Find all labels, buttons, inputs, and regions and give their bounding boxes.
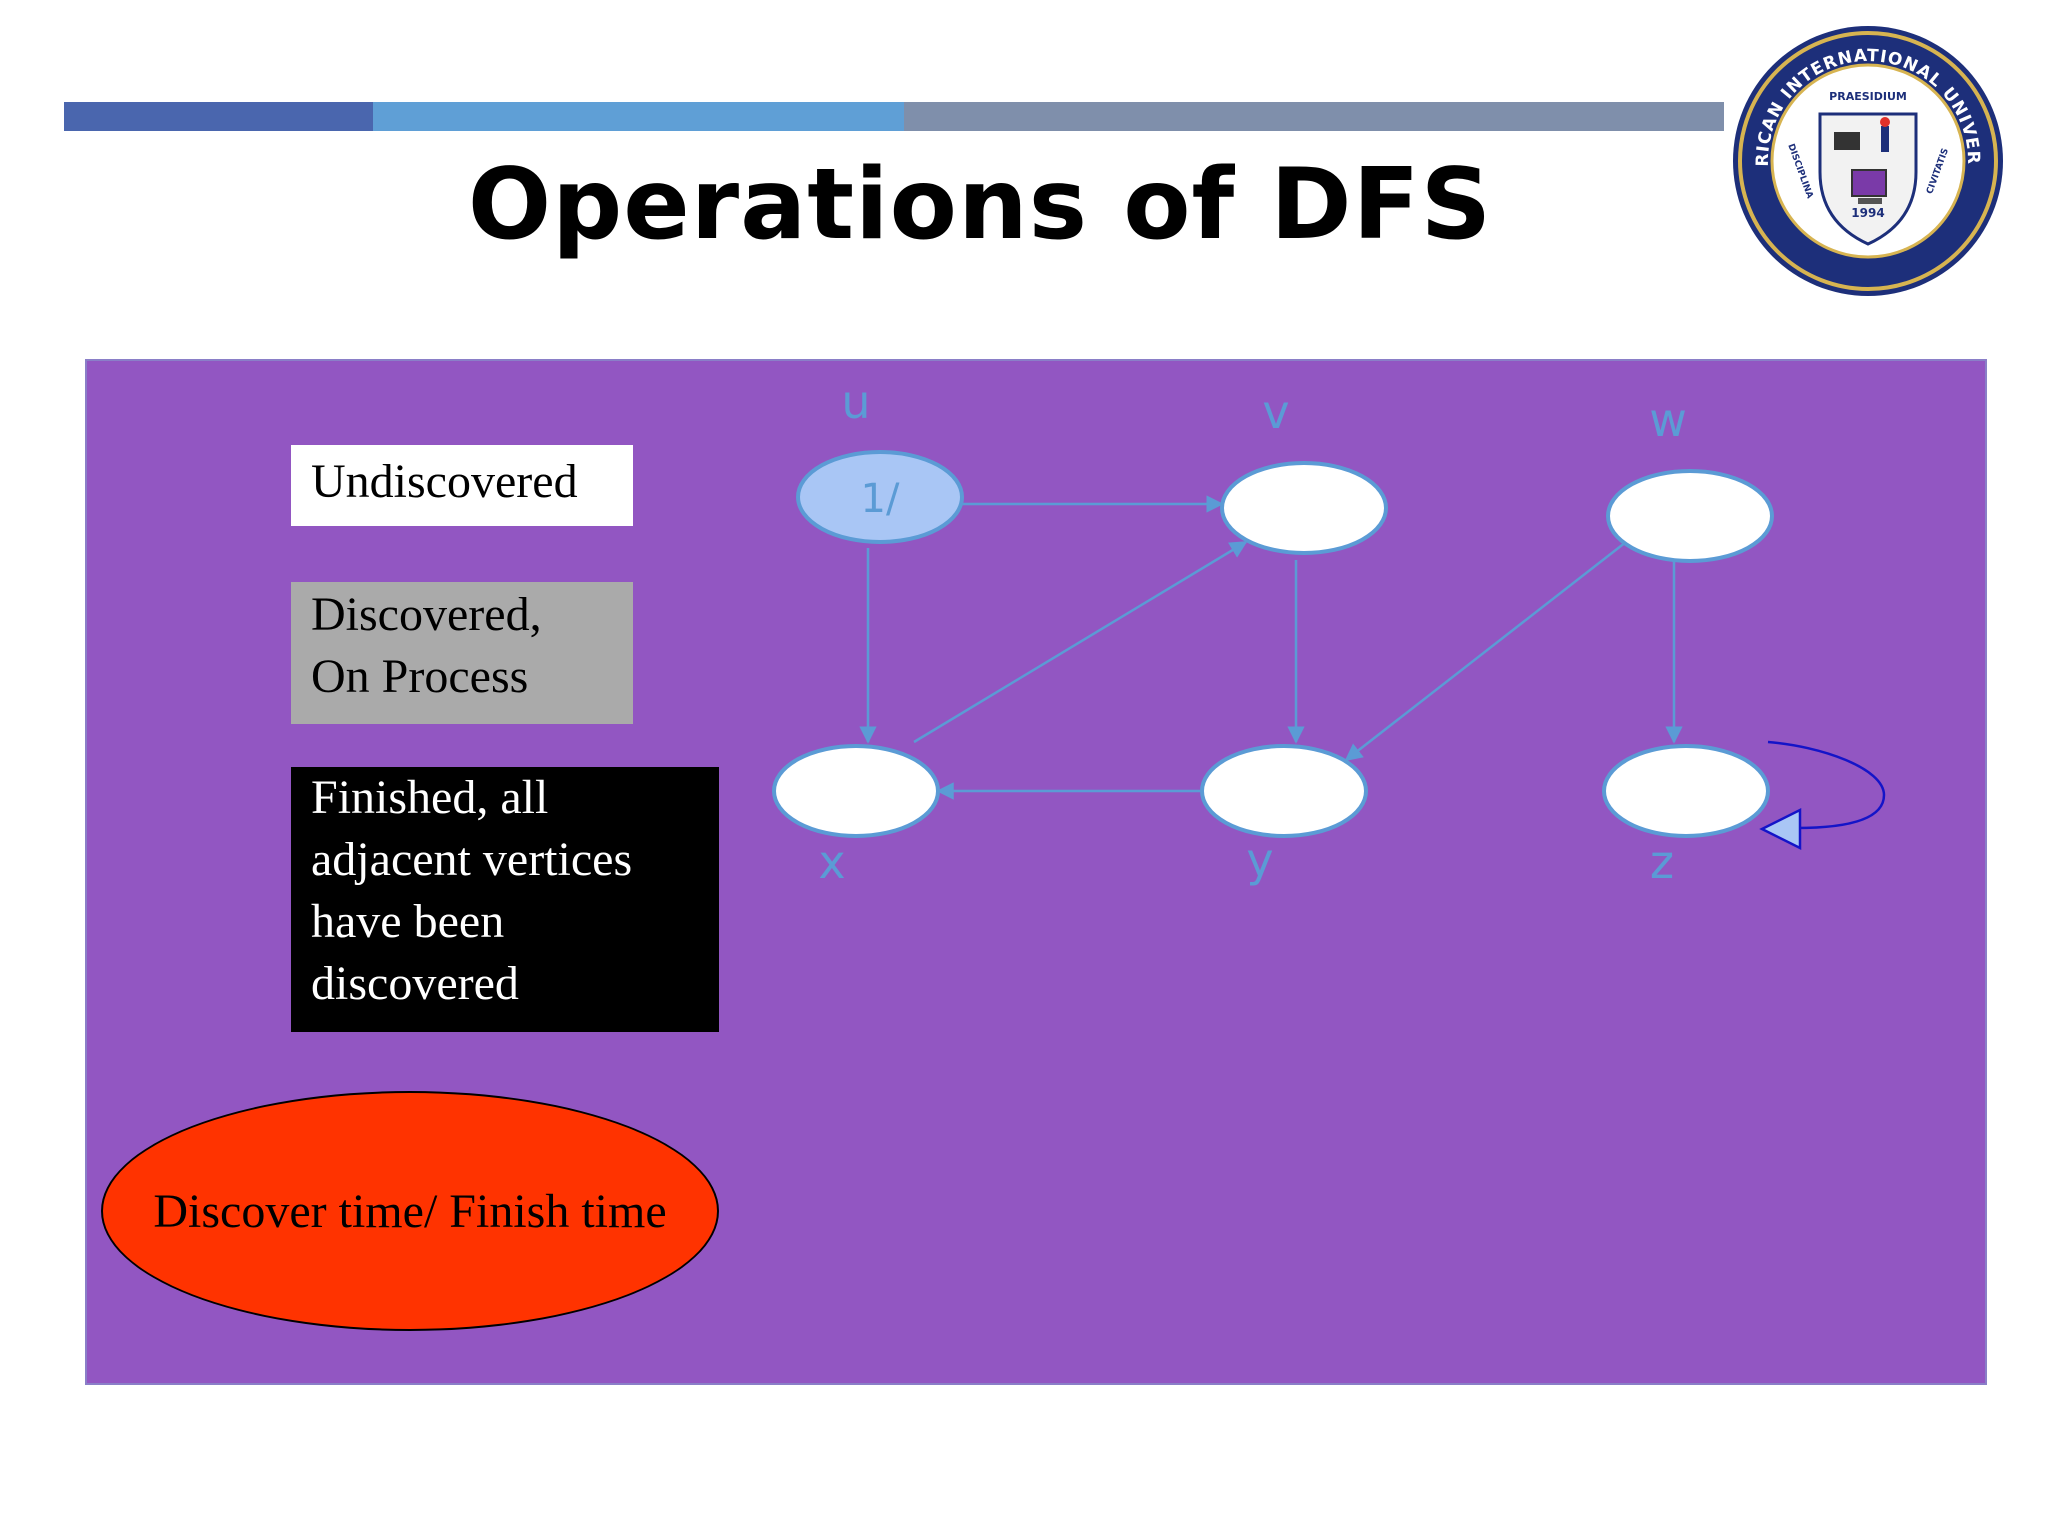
seal-year: 1994 bbox=[1851, 206, 1884, 220]
accent-bar-segment-1 bbox=[64, 102, 373, 131]
legend-finished-line-4: discovered bbox=[311, 957, 519, 1010]
discover-finish-time-label: Discover time/ Finish time bbox=[153, 1184, 667, 1238]
discover-finish-time-ellipse: Discover time/ Finish time bbox=[101, 1091, 719, 1331]
computer-icon bbox=[1851, 169, 1887, 197]
header-accent-bar bbox=[64, 102, 1724, 131]
accent-bar-segment-2 bbox=[373, 102, 904, 131]
book-icon bbox=[1834, 132, 1860, 150]
legend-discovered-line-2: On Process bbox=[311, 650, 529, 703]
legend-undiscovered-label: Undiscovered bbox=[311, 455, 578, 508]
university-seal-logo: AMERICAN INTERNATIONAL UNIVERSITY BANGLA… bbox=[1728, 22, 2003, 296]
legend-finished-line-3: have been bbox=[311, 895, 505, 948]
legend-finished: Finished, all adjacent vertices have bee… bbox=[291, 767, 719, 1032]
seal-motto-top: PRAESIDIUM bbox=[1829, 90, 1907, 103]
legend-discovered: Discovered, On Process bbox=[291, 582, 633, 724]
legend-undiscovered: Undiscovered bbox=[291, 445, 633, 526]
legend-finished-line-1: Finished, all bbox=[311, 771, 549, 824]
candle-icon bbox=[1881, 126, 1889, 152]
slide-title: Operations of DFS bbox=[467, 148, 1493, 262]
legend-discovered-line-1: Discovered, bbox=[311, 588, 542, 641]
legend-finished-line-2: adjacent vertices bbox=[311, 833, 633, 886]
accent-bar-segment-3 bbox=[904, 102, 1724, 131]
